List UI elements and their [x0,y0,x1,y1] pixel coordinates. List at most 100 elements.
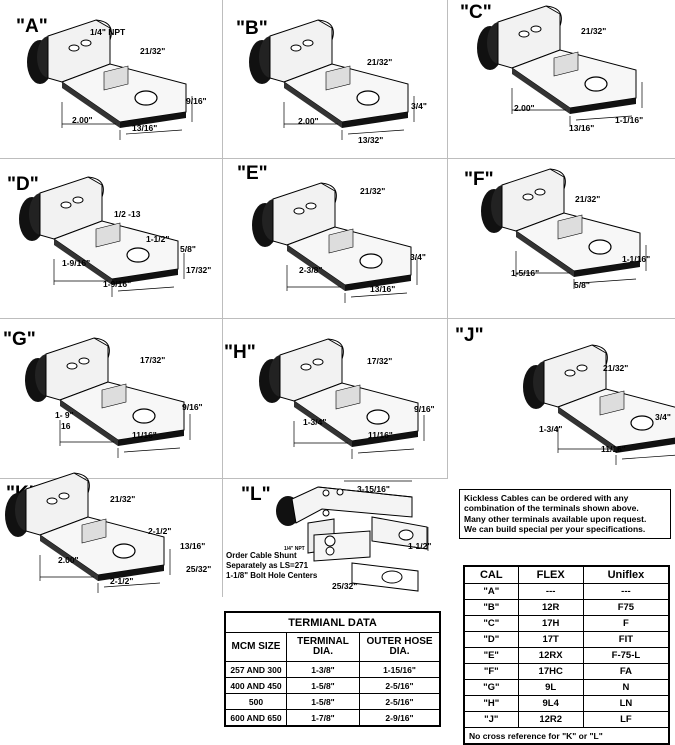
dimension-label: 3/4" [411,101,427,111]
dimension-label: 5/8" [180,244,196,254]
table-cell: FA [582,663,670,680]
table-cell: LF [582,711,670,728]
table-cell: "J" [463,711,519,728]
terminal-label: "G" [3,329,36,350]
dimension-label: 2-1/2" [148,526,172,536]
dimension-label: 21/32" [367,57,393,67]
column-header: OUTER HOSE DIA. [359,632,441,662]
dimension-label: 21/32" [110,494,136,504]
terminal-c: "C" 21/32" 2.00" 1-1/16" 13/16" [448,0,675,158]
terminal-k: "K" 21/32" 2-1/2" 13/16" 2.00" 25/32" 2-… [0,472,222,597]
dimension-label: 2.00" [298,116,319,126]
column-header: Uniflex [582,565,670,584]
dimension-label: 21/32" [140,46,166,56]
dimension-label: 1- 9" [55,410,74,420]
dimension-label: 17/32" [367,356,393,366]
terminal-drawing [523,344,675,465]
table-cell: "D" [463,631,519,648]
dimension-label: 9/16" [414,404,435,414]
terminal-drawing [25,337,191,458]
table-cell: FIT [582,631,670,648]
grid-divider [0,478,448,479]
table-cell: 1-7/8" [286,709,360,727]
dimension-label: 13/16" [370,284,396,294]
terminal-l: "L" 3-15/16" 1-1/2" 1/4" NPT 25/32" [222,479,447,597]
table-cell: 600 AND 650 [224,709,287,727]
terminal-a: "A" 1/4" NPT 21/32" 9/16" 2.00" 13/16" [0,0,222,158]
terminal-label: "C" [460,2,492,23]
dimension-label: 1-1/16" [622,254,651,264]
terminal-f: "F" 21/32" 1-1/16" 1-5/16" 5/8" [448,159,675,318]
table-footnote: No cross reference for "K" or "L" [463,727,670,745]
table-row: "A"------ [463,583,670,600]
note-line: We can build special per your specificat… [464,524,646,535]
dimension-label: 11/16" [368,430,393,440]
dimension-label: 21/32" [581,26,607,36]
terminal-label: "D" [7,174,39,195]
dimension-label: 13/16" [180,541,206,551]
table-cell: 2-9/16" [359,709,441,727]
dimension-label: 1-9/16" [62,258,91,268]
dimension-label: 11/16" [132,430,157,440]
terminal-label: "A" [16,16,48,37]
dimension-label: 9/16" [182,402,203,412]
dimension-label: 3/4" [655,412,671,422]
table-cell: 400 AND 450 [224,677,287,694]
table-cell: F-75-L [582,647,670,664]
table-row: 257 AND 300 1-3/8" 1-15/16" [224,661,441,678]
table-cell: F75 [582,599,670,616]
dimension-label: 25/32" [332,581,358,591]
dimension-label: 9/16" [186,96,207,106]
terminal-label: "L" [241,484,271,505]
dimension-label: 13/32" [358,135,384,145]
terminal-e: "E" 21/32" 3/4" 2-3/8" 13/16" [222,159,447,318]
table-cell: "G" [463,679,519,696]
dimension-label: 17/32" [186,265,212,275]
table-cell: "E" [463,647,519,664]
table-cell: 9L [517,679,584,696]
grid-divider [0,318,675,319]
dimension-label: 1-1/2" [408,541,432,551]
table-cell: --- [582,583,670,600]
table-row: 400 AND 450 1-5/8" 2-5/16" [224,677,441,694]
note-line: Order Cable Shunt [226,551,297,560]
terminal-drawing [19,176,185,297]
grid-divider [0,158,675,159]
table-cell: "F" [463,663,519,680]
dimension-label: 2.00" [514,103,535,113]
dimension-label: 1-1/2" [146,234,170,244]
table-cell: 1-3/8" [286,661,360,678]
dimension-label: 1/4" NPT [90,27,126,37]
note-line: 1-1/8" Bolt Hole Centers [226,571,318,580]
shunt-order-note: Order Cable Shunt Separately as LS=271 1… [226,551,317,581]
table-row: 500 1-5/8" 2-5/16" [224,693,441,710]
terminal-d: "D" 1/2 -13 1-1/2" 5/8" 1-9/16" 17/32" 1… [0,159,222,318]
dimension-label: 21/32" [360,186,386,196]
terminal-j: "J" 21/32" 3/4" 1-3/4" 11/16" [448,319,675,478]
terminal-label: "F" [464,169,494,190]
table-cell: 17HC [517,663,584,680]
shunt-drawing [276,480,429,592]
terminal-drawing [481,168,647,289]
grid-divider [447,0,448,478]
table-title: TERMIANL DATA [224,611,441,633]
dimension-label: 1-1/16" [615,115,644,125]
dimension-label: 21/32" [603,363,629,373]
table-cell: "C" [463,615,519,632]
dimension-label: 1-5/16" [511,268,540,278]
column-header: MCM SIZE [224,632,287,662]
table-row: 600 AND 650 1-7/8" 2-9/16" [224,709,441,727]
terminal-h: "H" 17/32" 9/16" 1-3/4" 11/16" [222,319,447,478]
dimension-label: 1/4" NPT [284,546,305,552]
table-cell: 1-5/8" [286,677,360,694]
terminal-label: "E" [237,163,268,184]
table-cell: F [582,615,670,632]
table-cell: 12R2 [517,711,584,728]
table-cell: 1-15/16" [359,661,441,678]
